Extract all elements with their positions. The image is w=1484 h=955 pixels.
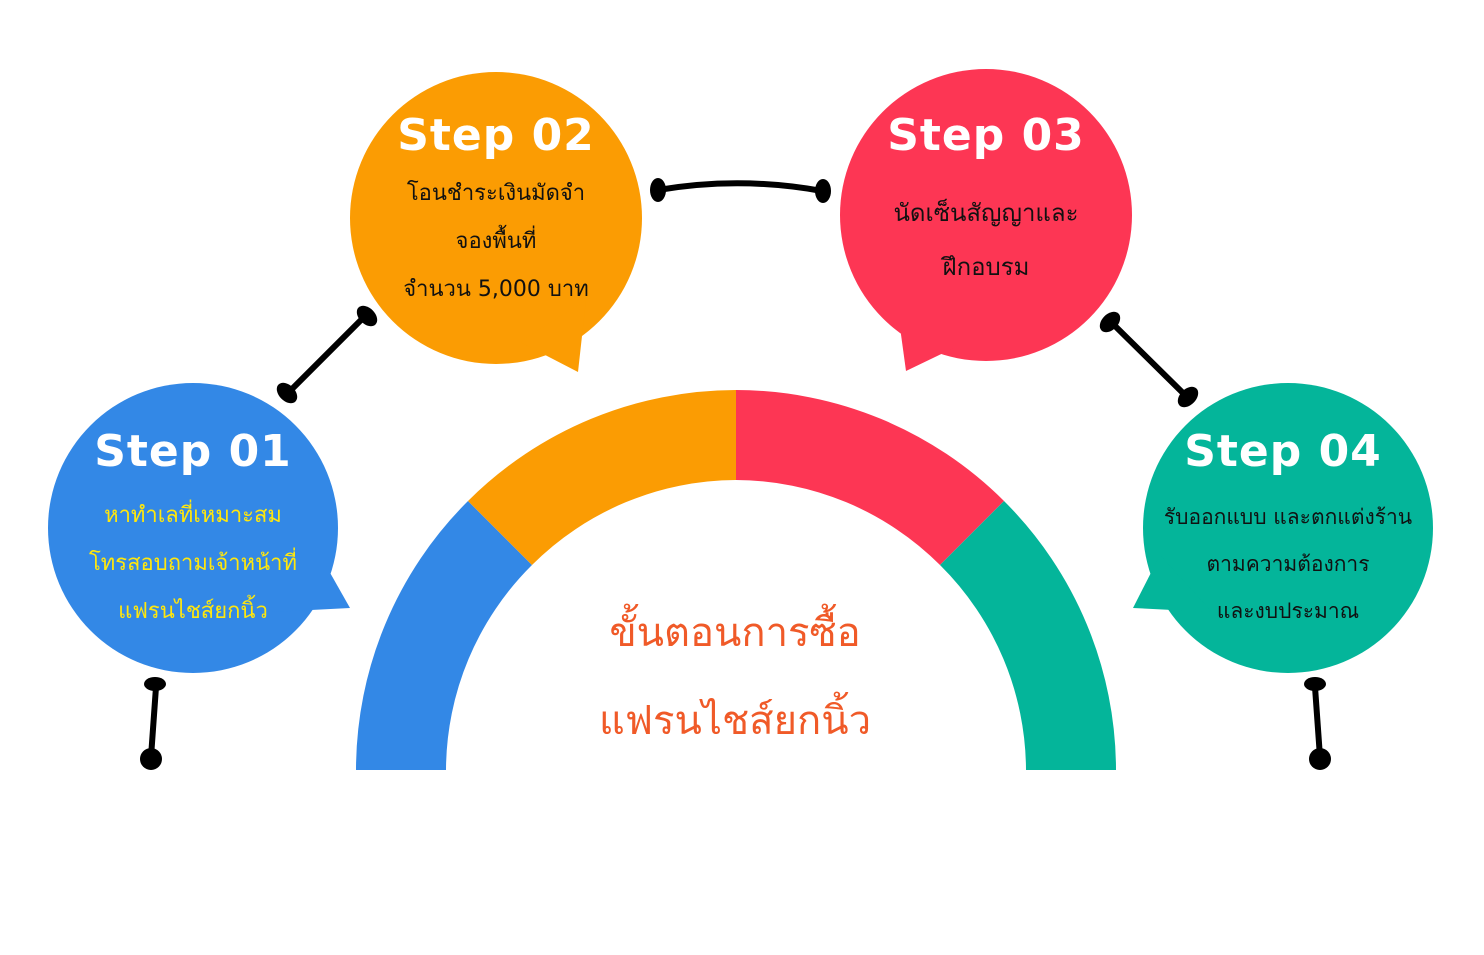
step3-description: นัดเซ็นสัญญาและ ฝึกอบรม xyxy=(856,186,1116,294)
step4-line-1: รับออกแบบ และตกแต่งร้าน xyxy=(1163,505,1413,529)
step3-line-1: นัดเซ็นสัญญาและ xyxy=(893,199,1079,227)
progress-arc xyxy=(356,390,1116,770)
step4-bubble xyxy=(1133,383,1433,673)
step2-line-1: โอนชำระเงินมัดจำ xyxy=(406,181,586,206)
arc-segment-step2 xyxy=(468,390,736,565)
step1-bubble xyxy=(48,383,350,673)
center-title-line-1: ขั้นตอนการซื้อ xyxy=(609,610,861,656)
arc-segment-step3 xyxy=(736,390,1004,565)
step1-description: หาทำเลที่เหมาะสม โทรสอบถามเจ้าหน้าที่ แฟ… xyxy=(58,492,328,636)
connector-step3-step4 xyxy=(1099,311,1199,408)
step2-line-3: จำนวน 5,000 บาท xyxy=(403,277,589,302)
step2-bubble xyxy=(350,72,642,372)
step4-title: Step 04 xyxy=(1184,426,1382,477)
connectors xyxy=(140,178,1331,770)
step2-title: Step 02 xyxy=(397,110,595,161)
step1-line-2: โทรสอบถามเจ้าหน้าที่ xyxy=(88,551,298,576)
step2-line-2: จองพื้นที่ xyxy=(455,229,537,254)
step4-line-2: ตามความต้องการ xyxy=(1206,552,1370,576)
connector-step1-bottom xyxy=(140,677,166,770)
arc-segment-step4 xyxy=(940,501,1116,770)
step2-description: โอนชำระเงินมัดจำ จองพื้นที่ จำนวน 5,000 … xyxy=(366,170,626,314)
connector-step4-bottom xyxy=(1304,677,1331,770)
step1-line-1: หาทำเลที่เหมาะสม xyxy=(104,503,282,528)
connector-step1-step2 xyxy=(276,305,378,404)
step4-line-3: และงบประมาณ xyxy=(1216,599,1360,623)
connector-step2-step3 xyxy=(650,178,831,203)
step4-description: รับออกแบบ และตกแต่งร้าน ตามความต้องการ แ… xyxy=(1143,494,1433,635)
center-title-line-2: แฟรนไชส์ยกนิ้ว xyxy=(598,698,872,744)
step3-line-2: ฝึกอบรม xyxy=(942,253,1030,281)
step3-title: Step 03 xyxy=(887,110,1085,161)
step1-title: Step 01 xyxy=(94,426,292,477)
arc-segment-step1 xyxy=(356,501,532,770)
step3-bubble xyxy=(840,69,1132,371)
step1-line-3: แฟรนไชส์ยกนิ้ว xyxy=(118,599,268,624)
